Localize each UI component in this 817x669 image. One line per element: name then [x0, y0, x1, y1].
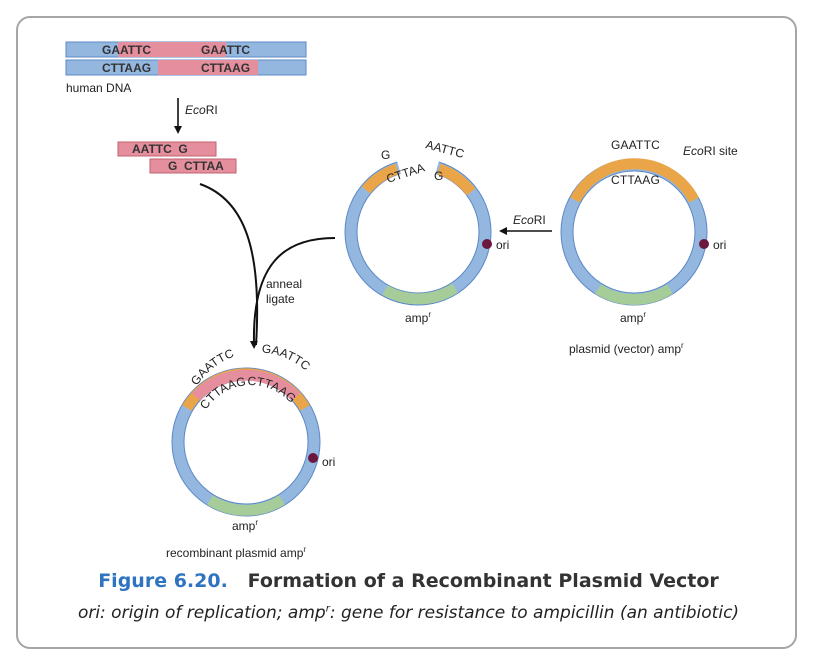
dna-bottom-left-seq: CTTAAG [102, 61, 151, 75]
vector-plasmid-label: plasmid (vector) ampr [569, 341, 684, 356]
figure-title-text: Formation of a Recombinant Plasmid Vecto… [247, 570, 719, 592]
vector-ori-label: ori [713, 238, 726, 252]
figure-caption: ori: origin of replication; ampr: gene f… [0, 603, 817, 623]
vector-plasmid: GAATTC CTTAAG EcoRI site ori ampr plasmi… [560, 138, 738, 356]
cut-amp-label: ampr [405, 310, 431, 325]
cut-ori-label: ori [496, 238, 509, 252]
caption-sup: r [325, 603, 330, 615]
anneal-arrow [249, 237, 336, 349]
fragment-bottom-seq: G CTTAA [168, 159, 224, 173]
ori-dot-recombinant [308, 453, 318, 463]
recombinant-plasmid-label: recombinant plasmid ampr [166, 545, 306, 560]
figure-number: Figure 6.20. [98, 570, 228, 592]
vector-gaattc: GAATTC [611, 138, 660, 152]
caption-part-b: : gene for resistance to ampicillin (an … [329, 603, 740, 623]
figure-title: Figure 6.20. Formation of a Recombinant … [0, 570, 817, 592]
fragment-curve [199, 183, 259, 346]
dna-fragment: AATTC G G CTTAA [117, 141, 237, 174]
fragment-top-seq: AATTC G [132, 142, 188, 156]
ecori-site-label: EcoRI site [683, 144, 738, 158]
recomb-amp-label: ampr [232, 518, 258, 533]
figure-frame [16, 16, 797, 649]
cut-plasmid: G AATTC CTTAA G ori ampr [344, 137, 509, 325]
ori-dot-vector [699, 239, 709, 249]
vector-cttaag: CTTAAG [611, 173, 660, 187]
ecori-label-1: EcoRI [185, 103, 218, 117]
dna-bottom-right-seq: CTTAAG [201, 61, 250, 75]
cut-aattc: AATTC [424, 137, 466, 161]
dna-top-left-seq: GAATTC [102, 43, 151, 57]
recomb-ori-label: ori [322, 455, 335, 469]
ecori-label-2: EcoRI [513, 213, 546, 227]
human-dna: GAATTC GAATTC CTTAAG CTTAAG human DNA [65, 41, 307, 95]
cut-g-left: G [381, 148, 391, 162]
ligate-label: ligate [266, 292, 295, 306]
dna-top-right-seq: GAATTC [201, 43, 250, 57]
recombinant-plasmid: GAATTC GAATTC CTTAAG CTTAAG ori ampr rec… [166, 341, 335, 560]
ori-dot-cut [482, 239, 492, 249]
recomb-gaattc-right: GAATTC [261, 341, 313, 373]
vector-amp-label: ampr [620, 310, 646, 325]
cut-g-right: G [434, 169, 444, 183]
anneal-label: anneal [266, 277, 302, 291]
human-dna-label: human DNA [66, 81, 131, 95]
caption-part-a: ori: origin of replication; amp [77, 603, 326, 623]
